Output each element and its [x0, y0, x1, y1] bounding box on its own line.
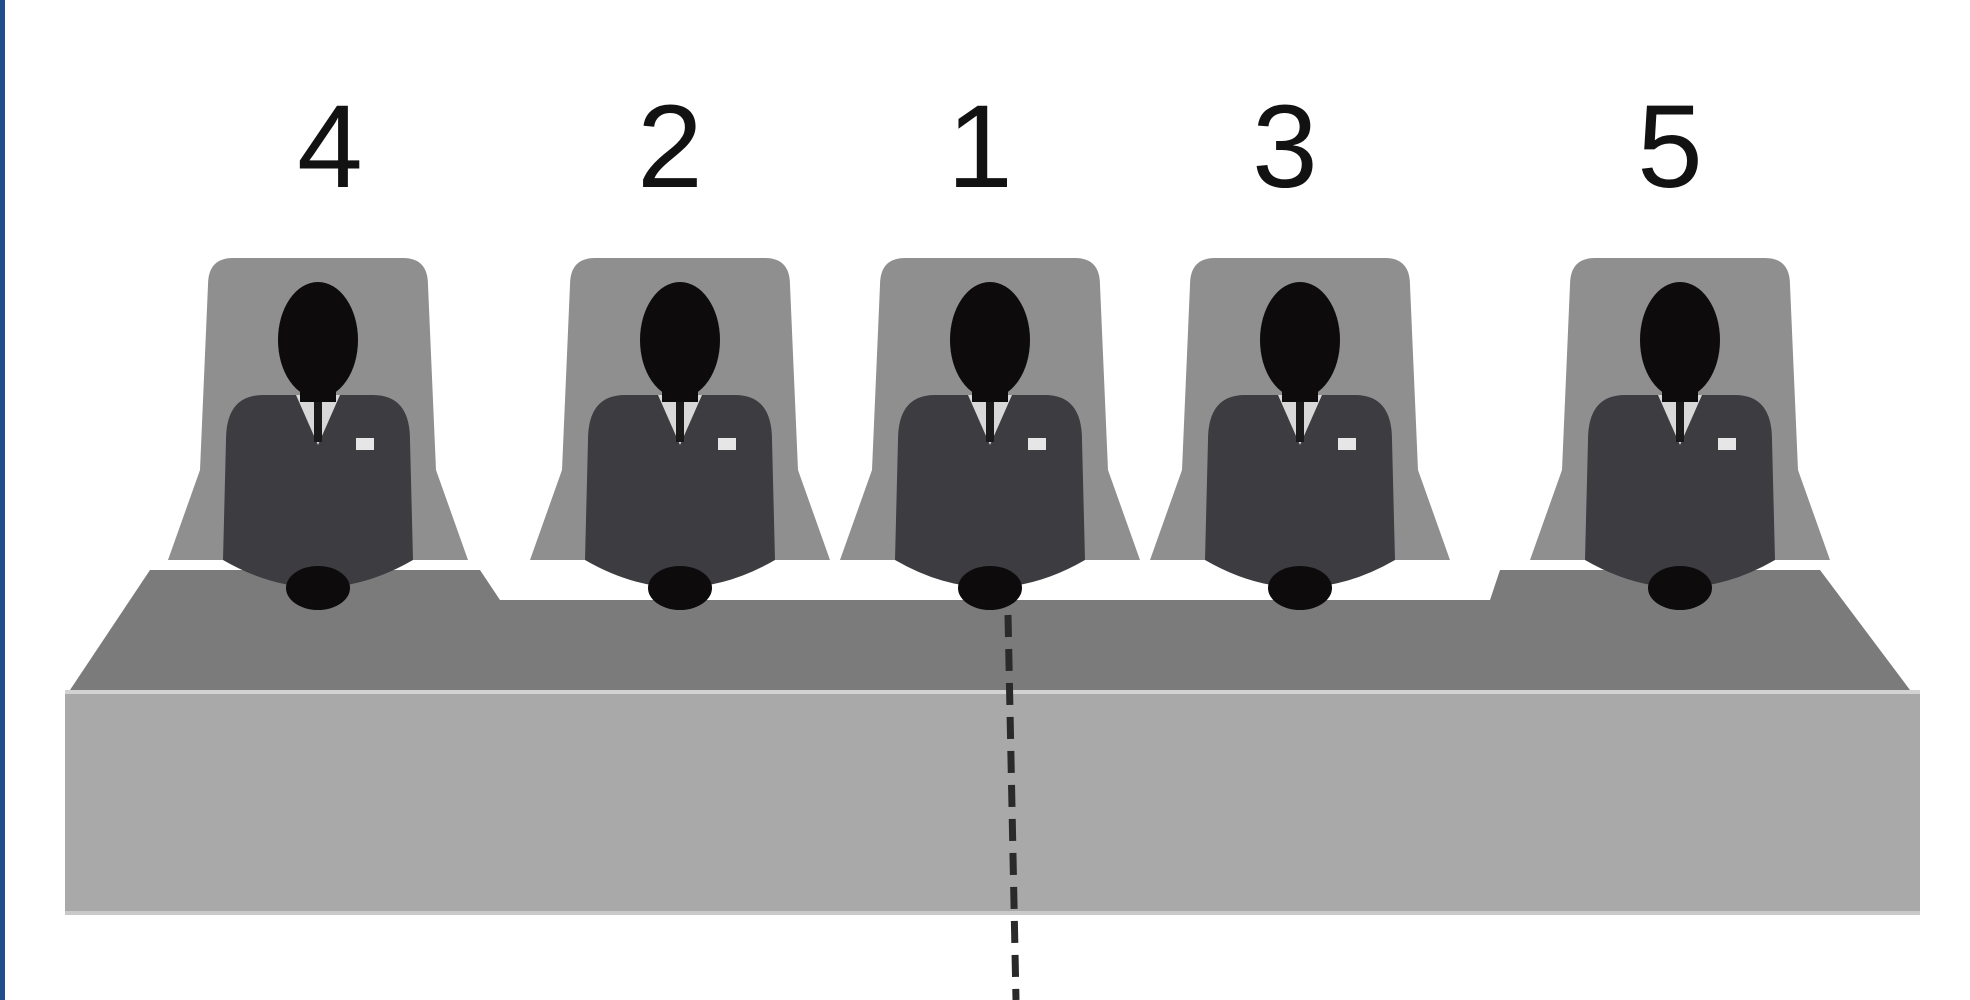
- pocket-square: [718, 438, 736, 450]
- seat-number-4: 4: [250, 88, 410, 206]
- neck: [1282, 380, 1318, 402]
- seated-person-2: [530, 258, 830, 610]
- tie: [1296, 400, 1304, 442]
- seated-person-1: [840, 258, 1140, 610]
- neck: [662, 380, 698, 402]
- seated-person-4: [168, 258, 468, 610]
- tie: [676, 400, 684, 442]
- pocket-square: [1718, 438, 1736, 450]
- seat-number-2: 2: [590, 88, 750, 206]
- neck: [1662, 380, 1698, 402]
- tie: [986, 400, 994, 442]
- table-front: [65, 690, 1920, 915]
- hands: [1268, 566, 1332, 610]
- pocket-square: [356, 438, 374, 450]
- neck: [300, 380, 336, 402]
- tie: [314, 400, 322, 442]
- neck: [972, 380, 1008, 402]
- seated-person-5: [1530, 258, 1830, 610]
- seat-number-5: 5: [1590, 88, 1750, 206]
- hands: [648, 566, 712, 610]
- pocket-square: [1028, 438, 1046, 450]
- hands: [1648, 566, 1712, 610]
- tie: [1676, 400, 1684, 442]
- seated-person-3: [1150, 258, 1450, 610]
- seated-panelists: [168, 258, 1830, 610]
- seat-number-1: 1: [900, 88, 1060, 206]
- pocket-square: [1338, 438, 1356, 450]
- hands: [286, 566, 350, 610]
- seat-number-3: 3: [1205, 88, 1365, 206]
- hands: [958, 566, 1022, 610]
